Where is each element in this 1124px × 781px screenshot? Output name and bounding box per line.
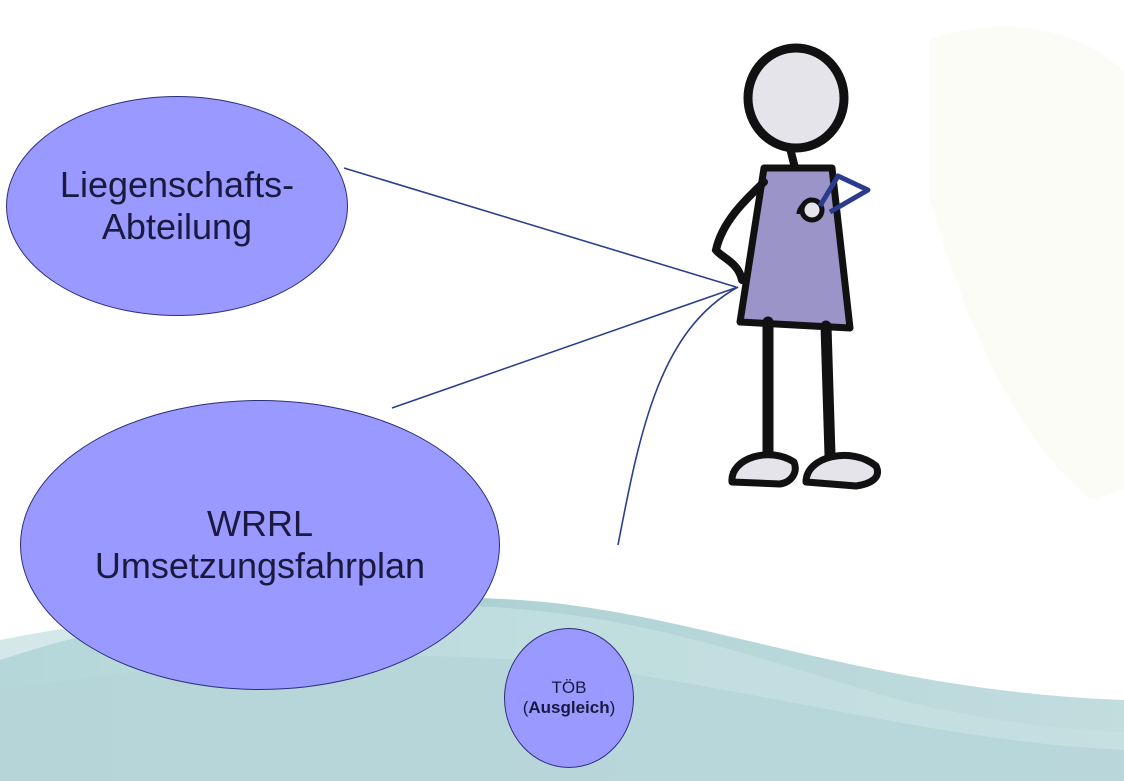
node-label-line2: (Ausgleich) <box>523 698 616 718</box>
node-label-bold: Ausgleich <box>528 698 610 717</box>
node-liegenschafts-abteilung: Liegenschafts- Abteilung <box>6 96 348 316</box>
node-label-line2: Abteilung <box>101 206 253 247</box>
node-label-line1: WRRL <box>206 502 313 544</box>
node-label-line1: Liegenschafts- <box>59 163 295 205</box>
node-toeb-ausgleich: TÖB (Ausgleich) <box>504 628 634 768</box>
paren-open: ( <box>522 698 529 717</box>
node-label-line1: TÖB <box>551 677 587 697</box>
node-label-line2: Umsetzungsfahrplan <box>94 545 426 586</box>
paren-close: ) <box>609 698 616 717</box>
node-wrrl-umsetzungsfahrplan: WRRL Umsetzungsfahrplan <box>20 400 500 690</box>
